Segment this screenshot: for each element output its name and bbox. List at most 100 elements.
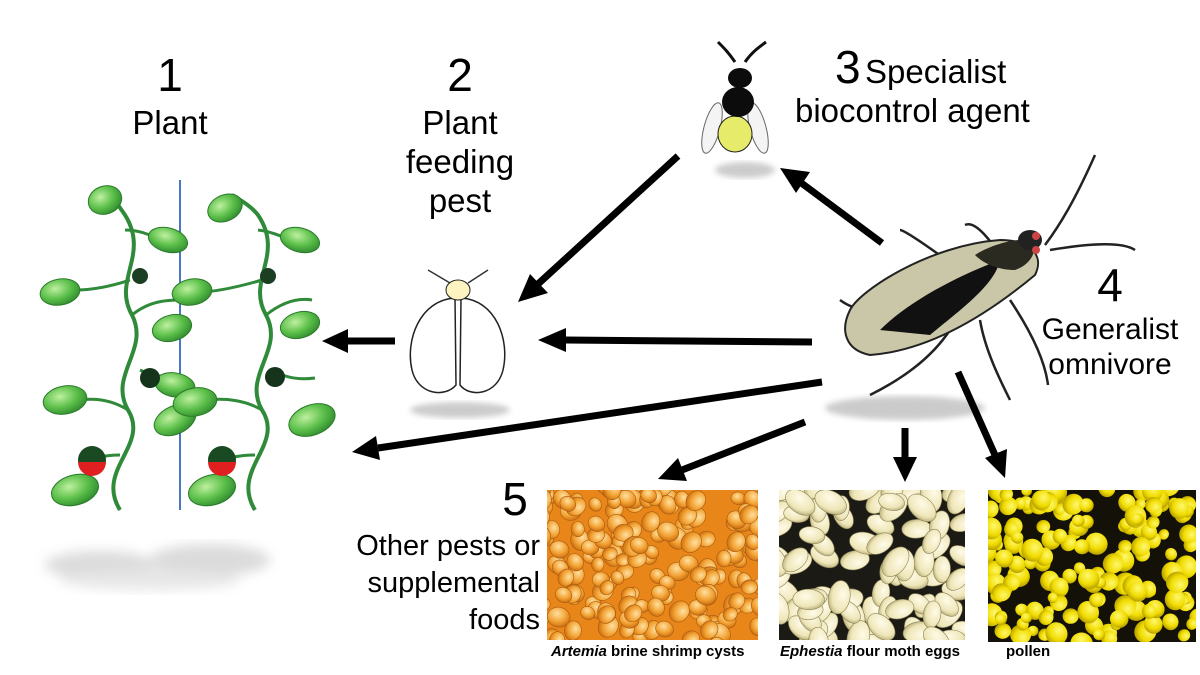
texture-grain bbox=[1038, 609, 1054, 625]
texture-grain bbox=[1177, 629, 1191, 642]
texture-grain bbox=[792, 588, 825, 610]
arrow-specialist-to-pest bbox=[518, 153, 681, 302]
caption-italic: Ephestia bbox=[780, 643, 843, 660]
texture-grain bbox=[1143, 614, 1163, 634]
node-label-line: biocontrol agent bbox=[795, 91, 1030, 129]
texture-grain bbox=[1052, 528, 1068, 545]
texture-grain bbox=[547, 597, 551, 612]
whitefly-illustration bbox=[409, 269, 510, 418]
texture-grain bbox=[1072, 514, 1085, 527]
texture-grain bbox=[1014, 497, 1026, 510]
node-label-line: Other pests or bbox=[356, 530, 540, 562]
texture-grain bbox=[749, 617, 758, 637]
texture-grain bbox=[587, 515, 606, 532]
texture-grain bbox=[995, 613, 1007, 625]
texture-grain bbox=[1166, 571, 1189, 594]
texture-grain bbox=[1078, 568, 1100, 590]
texture-grain bbox=[782, 547, 809, 573]
texture-grain bbox=[726, 531, 746, 553]
texture-grain bbox=[722, 607, 738, 622]
texture-grain bbox=[709, 636, 725, 640]
node-label-line: Specialist bbox=[865, 53, 1007, 90]
texture-grain bbox=[1020, 612, 1032, 624]
texture-grain bbox=[1127, 581, 1148, 602]
texture-grain bbox=[1049, 577, 1069, 598]
node-label-line: Generalist bbox=[1041, 313, 1179, 346]
texture-grain bbox=[559, 496, 577, 512]
node-label-line: pest bbox=[428, 181, 492, 219]
node-5-number: 5 bbox=[480, 476, 550, 522]
artemia-cysts-image bbox=[547, 490, 758, 640]
texture-grain bbox=[946, 567, 965, 591]
texture-grain bbox=[907, 493, 937, 522]
texture-grain bbox=[867, 613, 896, 640]
texture-grain bbox=[591, 557, 605, 572]
texture-grain bbox=[750, 596, 758, 617]
texture-grain bbox=[885, 599, 915, 620]
texture-grain bbox=[657, 521, 679, 542]
pollen-image bbox=[988, 490, 1196, 642]
caption-italic: Artemia bbox=[551, 643, 607, 660]
arrow-omnivore-to-ephestia bbox=[893, 428, 917, 482]
texture-grain bbox=[740, 579, 758, 595]
node-5-other: Other pests or supplemental foods bbox=[318, 528, 540, 639]
texture-grain bbox=[641, 511, 661, 533]
texture-grain bbox=[716, 550, 732, 568]
texture-grain bbox=[932, 555, 951, 583]
texture-grain bbox=[1146, 516, 1160, 529]
texture-grain bbox=[685, 490, 706, 512]
texture-grain bbox=[1045, 622, 1068, 642]
texture-grain bbox=[1021, 538, 1044, 562]
texture-grain bbox=[999, 496, 1018, 516]
caption-text: brine shrimp cysts bbox=[606, 643, 745, 660]
texture-grain bbox=[1102, 553, 1124, 574]
texture-grain bbox=[549, 540, 570, 559]
arrow-omnivore-to-pest bbox=[538, 328, 813, 352]
texture-grain bbox=[1070, 632, 1093, 642]
texture-grain bbox=[1162, 613, 1179, 631]
texture-grain bbox=[1047, 592, 1058, 604]
texture-grain bbox=[1062, 568, 1077, 584]
texture-grain bbox=[1036, 519, 1051, 534]
texture-grain bbox=[1089, 593, 1103, 608]
texture-grain bbox=[1093, 629, 1106, 641]
texture-grain bbox=[547, 606, 571, 628]
texture-grain bbox=[602, 546, 618, 561]
texture-grain bbox=[555, 586, 573, 604]
texture-grain bbox=[681, 630, 700, 640]
texture-grain bbox=[949, 513, 965, 532]
texture-grain bbox=[557, 568, 575, 587]
texture-grain bbox=[580, 606, 596, 620]
texture-grain bbox=[1179, 524, 1196, 544]
texture-grain bbox=[566, 553, 584, 572]
texture-grain bbox=[798, 526, 826, 545]
ephestia-eggs-image bbox=[779, 490, 965, 640]
caption-text: flour moth eggs bbox=[842, 643, 961, 660]
texture-grain bbox=[988, 517, 1002, 540]
arrow-omnivore-to-artemia bbox=[658, 418, 807, 481]
node-label-line: Plant bbox=[422, 104, 498, 141]
node-label: Plant bbox=[132, 104, 208, 141]
texture-grain bbox=[749, 517, 758, 538]
node-number: 3 bbox=[835, 41, 861, 93]
texture-grain bbox=[602, 490, 622, 501]
node-3-specialist: 3 Specialist biocontrol agent bbox=[795, 44, 1085, 131]
texture-grain bbox=[1079, 498, 1094, 513]
texture-grain bbox=[923, 626, 951, 640]
texture-grain bbox=[678, 554, 699, 573]
texture-grain bbox=[1062, 608, 1079, 624]
texture-grain bbox=[647, 597, 665, 617]
texture-grain bbox=[848, 490, 882, 501]
arrow-omnivore-to-plant bbox=[352, 378, 823, 460]
wasp-illustration bbox=[701, 40, 775, 178]
texture-grain bbox=[1145, 496, 1163, 514]
texture-grain bbox=[946, 490, 965, 515]
node-label-line: omnivore bbox=[1048, 348, 1172, 382]
node-number: 1 bbox=[157, 49, 183, 101]
texture-grain bbox=[597, 605, 616, 624]
texture-grain bbox=[655, 620, 674, 638]
texture-grain bbox=[1130, 512, 1144, 526]
texture-grain bbox=[827, 580, 851, 615]
texture-grain bbox=[547, 524, 551, 547]
